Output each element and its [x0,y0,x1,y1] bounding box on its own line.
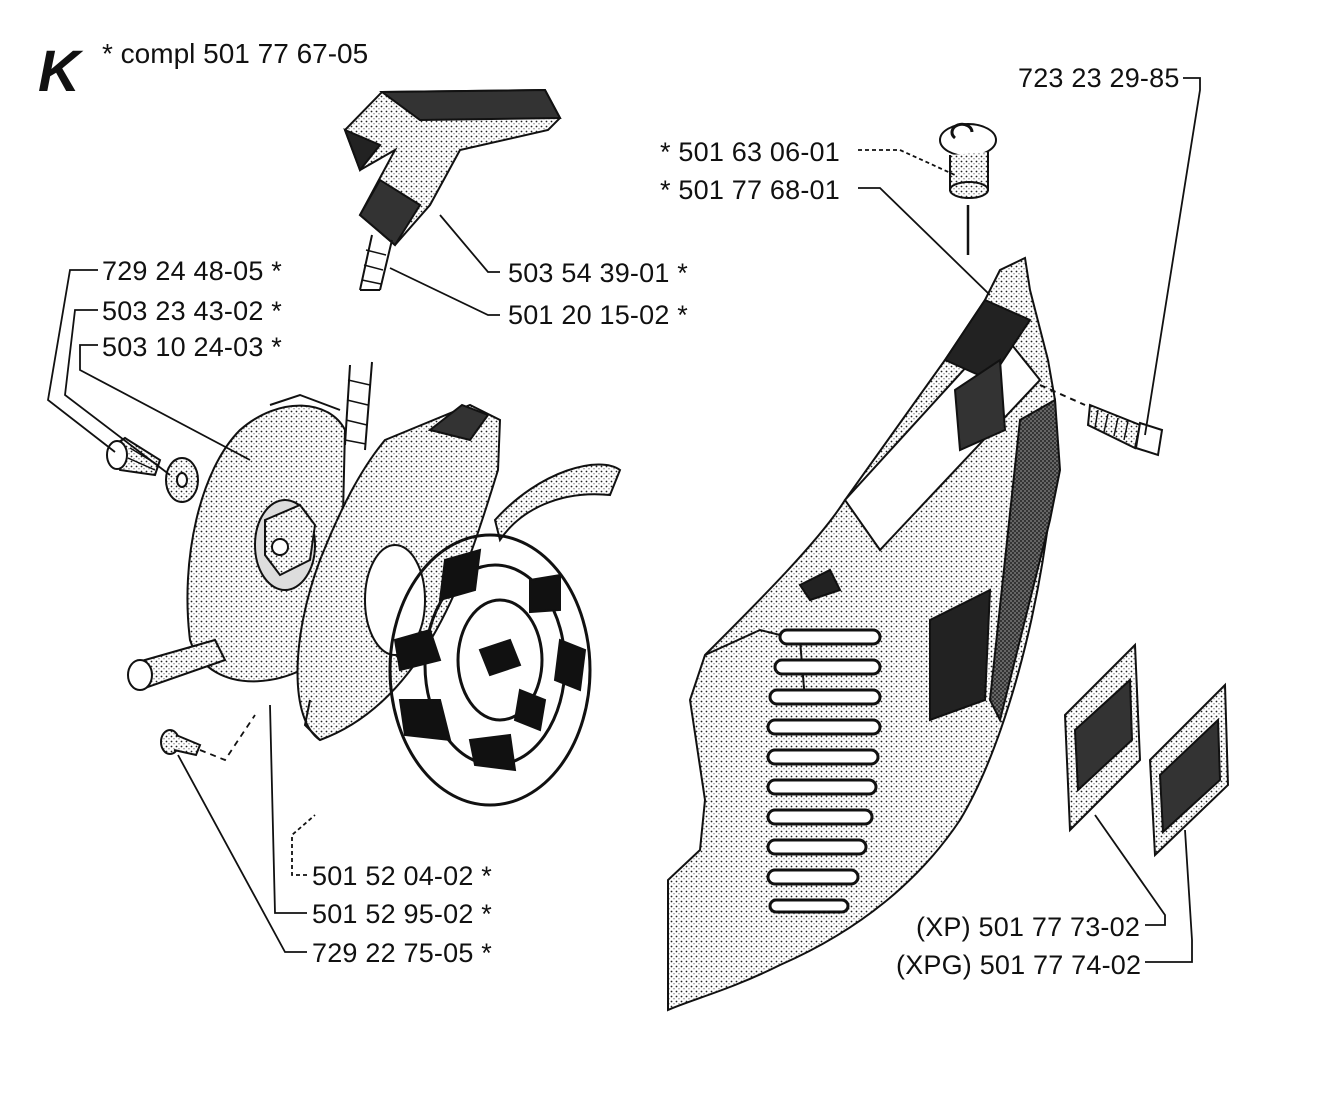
screw-right-drawing [1039,384,1164,457]
starter-handle-drawing [343,88,562,291]
part-label-xpg-501-77-74-02: (XPG) 501 77 74-02 [896,950,1142,980]
part-label-503-10-24-03: 503 10 24-03 * [102,332,282,362]
part-label-723-23-29-85: 723 23 29-85 [1018,63,1180,93]
part-label-501-20-15-02: 501 20 15-02 * [508,300,688,330]
decal-xp-drawing [1063,642,1142,833]
bushing-drawing [939,122,997,255]
starter-housing-inner-drawing [296,403,502,742]
part-label-501-63-06-01: * 501 63 06-01 [660,137,840,167]
part-label-501-77-68-01: * 501 77 68-01 [660,175,840,205]
section-letter: K [38,39,80,104]
part-label-501-52-95-02: 501 52 95-02 * [312,899,492,929]
part-label-503-23-43-02: 503 23 43-02 * [102,296,282,326]
screw-washer-drawing [106,436,199,503]
leader-lines [47,77,1201,963]
assembly-note: * compl 501 77 67-05 [102,38,369,69]
starter-pulley-drawing [127,393,347,691]
part-label-729-24-48-05: 729 24 48-05 * [102,256,282,286]
decal-xpg-drawing [1148,682,1230,858]
part-label-503-54-39-01: 503 54 39-01 * [508,258,688,288]
part-label-501-52-04-02: 501 52 04-02 * [312,861,492,891]
rope-drawing [344,361,373,451]
small-screw-drawing [160,729,202,757]
part-label-729-22-75-05: 729 22 75-05 * [312,938,492,968]
recoil-spring-drawing [388,463,622,807]
part-label-xp-501-77-73-02: (XP) 501 77 73-02 [916,912,1141,942]
starter-cover-drawing [667,256,1062,1012]
